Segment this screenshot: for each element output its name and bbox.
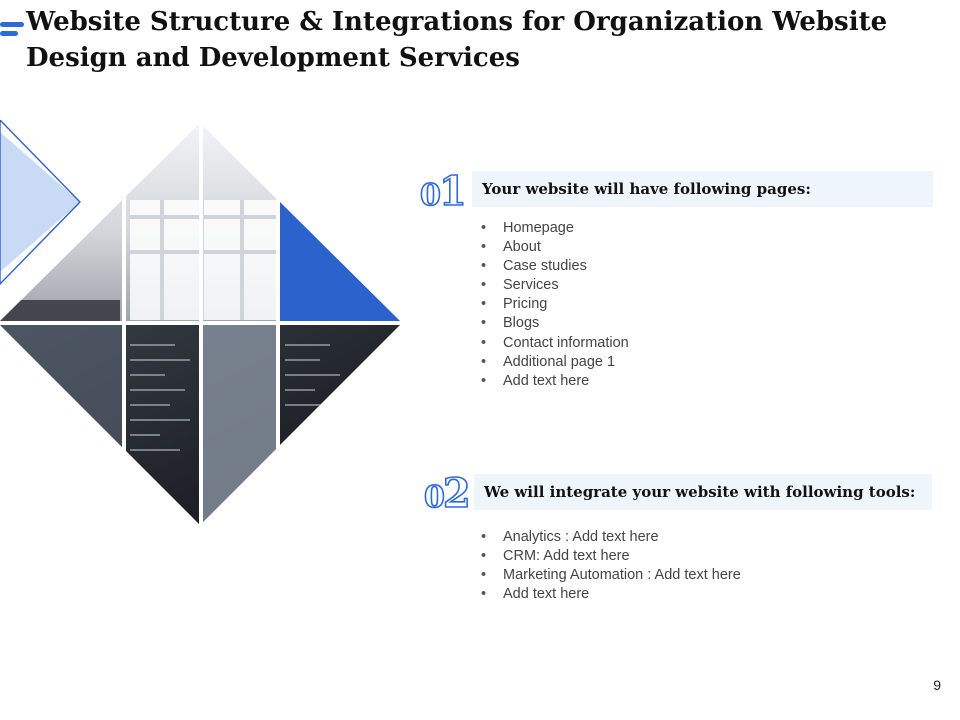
list-item: Homepage	[478, 219, 629, 238]
list-item: Contact information	[478, 334, 629, 353]
list-item: Blogs	[478, 314, 629, 333]
list-item: Add text here	[478, 372, 629, 391]
section-1-number: 01	[419, 167, 467, 216]
list-item: About	[478, 238, 629, 257]
title-accent-bars	[0, 22, 24, 40]
section-2-number: 02	[423, 469, 471, 518]
light-blue-diamond-accent	[0, 132, 80, 272]
list-item: Services	[478, 276, 629, 295]
page-title: Website Structure & Integrations for Org…	[26, 7, 888, 73]
list-item: Analytics : Add text here	[478, 528, 741, 547]
list-item: Pricing	[478, 295, 629, 314]
blue-triangle-accent	[280, 202, 402, 323]
list-item: CRM: Add text here	[478, 547, 741, 566]
list-item: Marketing Automation : Add text here	[478, 566, 741, 585]
photo-diamond-graphic	[0, 120, 410, 530]
pages-list: Homepage About Case studies Services Pri…	[478, 219, 629, 391]
list-item: Add text here	[478, 585, 741, 604]
list-item: Additional page 1	[478, 353, 629, 372]
section-2-heading: We will integrate your website with foll…	[474, 474, 932, 510]
page-number: 9	[933, 677, 941, 693]
list-item: Case studies	[478, 257, 629, 276]
tools-list: Analytics : Add text here CRM: Add text …	[478, 528, 741, 604]
section-1-heading: Your website will have following pages:	[472, 171, 933, 207]
